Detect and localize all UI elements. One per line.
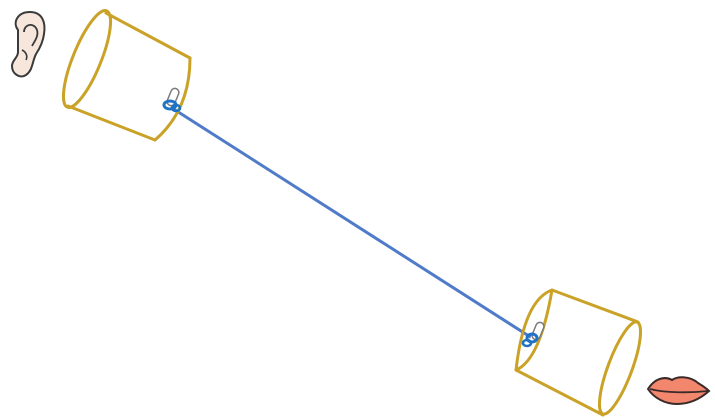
- left-cup: [61, 9, 192, 142]
- lips-icon: [646, 376, 711, 406]
- string-line: [170, 106, 534, 340]
- right-knot: [521, 321, 545, 348]
- ear-icon: [10, 10, 46, 78]
- left-knot: [162, 87, 182, 113]
- right-cup: [514, 288, 643, 417]
